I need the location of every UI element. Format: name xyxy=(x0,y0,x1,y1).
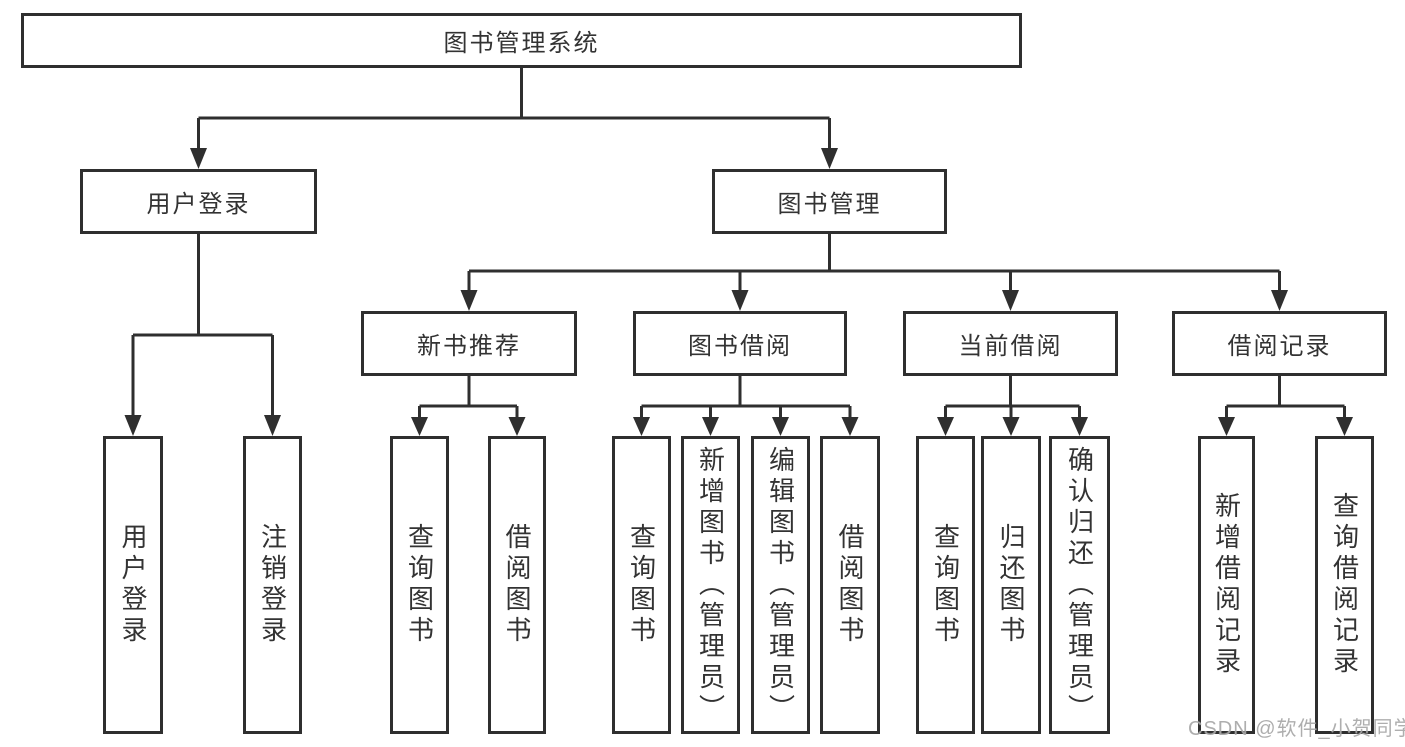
node-label: 当前借阅 xyxy=(958,333,1063,360)
arrowhead-icon xyxy=(508,417,526,436)
node-label: 图书借阅 xyxy=(688,333,792,360)
node-label: 新书推荐 xyxy=(417,333,521,360)
arrowhead-icon xyxy=(1218,417,1235,436)
leaf-borrow-books: 借阅图书 xyxy=(820,436,880,734)
leaf-add-books-admin: 新增图书（管理员） xyxy=(681,436,740,734)
leaf-add-borrow-record: 新增借阅记录 xyxy=(1198,436,1255,734)
arrowhead-icon xyxy=(731,290,749,311)
arrowhead-icon xyxy=(460,290,478,311)
leaf-query-borrow-record: 查询借阅记录 xyxy=(1315,436,1374,734)
node-book-management: 图书管理 xyxy=(712,169,947,234)
node-label: 用户登录 xyxy=(118,523,148,647)
arrowhead-icon xyxy=(1336,417,1353,436)
node-label: 借阅记录 xyxy=(1227,333,1332,360)
arrowhead-icon xyxy=(821,148,838,169)
arrowhead-icon xyxy=(702,417,719,436)
leaf-edit-books-admin: 编辑图书（管理员） xyxy=(751,436,810,734)
node-new-book-recommend: 新书推荐 xyxy=(361,311,577,376)
node-label: 用户登录 xyxy=(146,191,251,218)
node-label: 归还图书 xyxy=(996,523,1026,647)
arrowhead-icon xyxy=(411,417,428,436)
leaf-logout: 注销登录 xyxy=(243,436,302,734)
node-label: 图书管理系统 xyxy=(443,30,600,57)
connector-arrowheads xyxy=(124,148,1353,436)
node-label: 图书管理 xyxy=(777,191,882,218)
node-label: 查询借阅记录 xyxy=(1329,492,1360,678)
csdn-watermark: CSDN @软件_小贺同学 xyxy=(1188,718,1405,740)
arrowhead-icon xyxy=(1071,417,1088,436)
leaf-confirm-return-admin: 确认归还（管理员） xyxy=(1049,436,1110,734)
node-label: 注销登录 xyxy=(257,523,288,647)
arrowhead-icon xyxy=(1002,290,1019,311)
node-borrow-records: 借阅记录 xyxy=(1172,311,1387,376)
leaf-query-books-recommend: 查询图书 xyxy=(390,436,449,734)
node-label: 新增借阅记录 xyxy=(1211,492,1242,678)
node-label: 借阅图书 xyxy=(502,523,532,647)
leaf-user-login: 用户登录 xyxy=(103,436,163,734)
node-label: 查询图书 xyxy=(626,523,657,647)
leaf-query-books-borrow: 查询图书 xyxy=(612,436,671,734)
node-current-borrow: 当前借阅 xyxy=(903,311,1118,376)
node-library-management-system: 图书管理系统 xyxy=(21,13,1022,68)
arrowhead-icon xyxy=(633,417,650,436)
arrowhead-icon xyxy=(124,415,142,436)
arrowhead-icon xyxy=(1271,290,1288,311)
node-label: 新增图书（管理员） xyxy=(695,445,726,725)
node-label: 编辑图书（管理员） xyxy=(765,445,796,725)
node-user-login: 用户登录 xyxy=(80,169,317,234)
arrowhead-icon xyxy=(772,417,789,436)
node-label: 查询图书 xyxy=(404,523,435,647)
arrowhead-icon xyxy=(190,148,207,169)
node-label: 借阅图书 xyxy=(835,523,865,647)
node-label: 查询图书 xyxy=(930,523,961,647)
node-book-borrow: 图书借阅 xyxy=(633,311,847,376)
arrowhead-icon xyxy=(1002,417,1020,436)
node-label: 确认归还（管理员） xyxy=(1064,445,1095,725)
arrowhead-icon xyxy=(841,417,859,436)
arrowhead-icon xyxy=(937,417,954,436)
arrowhead-icon xyxy=(264,415,281,436)
leaf-borrow-books-recommend: 借阅图书 xyxy=(488,436,546,734)
leaf-query-books-current: 查询图书 xyxy=(916,436,975,734)
leaf-return-books: 归还图书 xyxy=(981,436,1041,734)
